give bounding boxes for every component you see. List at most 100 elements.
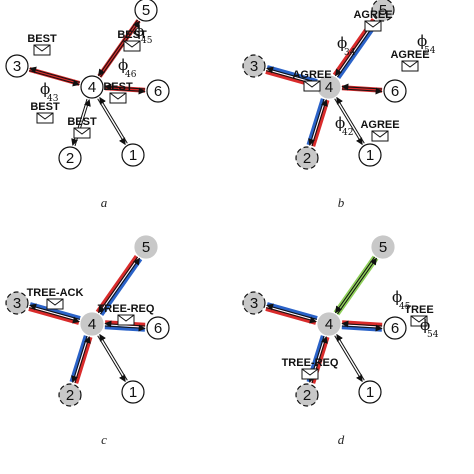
arrow-out	[100, 20, 140, 78]
phi-label: ϕ46	[118, 56, 137, 80]
arrow-out	[97, 98, 126, 146]
node-6: 6	[383, 79, 407, 103]
link-band	[97, 19, 141, 78]
envelope-icon	[371, 130, 389, 142]
link-band	[265, 306, 317, 325]
link-4-6	[341, 320, 383, 332]
phi-label: ϕ54	[420, 316, 439, 340]
message-lower: BEST	[67, 116, 97, 139]
node-label: 4	[88, 316, 96, 333]
node-label: 4	[88, 79, 96, 96]
node-1: 1	[121, 143, 145, 167]
link-4-5	[97, 19, 141, 78]
link-4-6	[104, 83, 146, 95]
node-label: 3	[13, 58, 21, 75]
arrow-out	[334, 335, 363, 383]
phi-symbol: ϕ	[392, 288, 402, 306]
node-circle	[146, 316, 170, 340]
message-label: AGREE	[292, 69, 331, 81]
message-lower-left: TREE-REQ	[282, 357, 339, 380]
link-4-2	[69, 335, 93, 384]
link-band	[95, 255, 139, 314]
node-label: 5	[379, 239, 387, 256]
node-1: 1	[121, 380, 145, 404]
link-band	[29, 302, 81, 321]
link-band	[104, 85, 146, 93]
link-4-3	[28, 302, 81, 325]
phi-subscript: 46	[125, 70, 137, 80]
arrow-in	[99, 96, 128, 144]
arrow-out	[266, 303, 317, 320]
node-1: 1	[358, 380, 382, 404]
arrow-in	[341, 83, 383, 91]
arrow-out	[104, 324, 146, 332]
node-6: 6	[146, 79, 170, 103]
envelope-icon	[401, 60, 419, 72]
envelope-icon	[73, 127, 91, 139]
arrow-out	[341, 324, 383, 332]
envelope-icon	[364, 20, 382, 32]
node-circle	[242, 291, 266, 315]
link-4-3	[265, 302, 318, 325]
node-label: 3	[13, 295, 21, 312]
node-label: 2	[66, 150, 74, 167]
link-band	[28, 306, 80, 325]
arrow-out	[266, 66, 317, 83]
message-label: AGREE	[353, 9, 392, 21]
arrow-out	[104, 87, 146, 95]
link-band	[99, 257, 143, 316]
panel-caption: b	[338, 195, 345, 210]
link-4-1	[334, 333, 365, 383]
arrow-in	[29, 307, 80, 324]
node-circle	[134, 235, 158, 259]
node-circle	[121, 380, 145, 404]
phi-symbol: ϕ	[134, 22, 144, 40]
phi-symbol: ϕ	[420, 316, 430, 334]
link-4-1	[334, 96, 365, 146]
arrow-out	[97, 335, 126, 383]
message-label: AGREE	[360, 119, 399, 131]
message-label: BEST	[67, 116, 97, 128]
envelope-icon	[33, 44, 51, 56]
node-1: 1	[358, 143, 382, 167]
envelope-icon	[46, 298, 64, 310]
node-4: 4	[80, 312, 104, 336]
node-circle	[371, 0, 395, 22]
node-6: 6	[383, 316, 407, 340]
node-circle	[383, 316, 407, 340]
message-label: TREE-REQ	[282, 357, 339, 369]
arrow-in	[335, 256, 375, 314]
node-circle	[80, 312, 104, 336]
phi-subscript: 43	[47, 94, 59, 104]
node-circle	[5, 54, 29, 78]
link-band	[104, 325, 145, 332]
link-band	[341, 325, 382, 332]
message-label: BEST	[103, 81, 133, 93]
phi-subscript: 54	[424, 46, 436, 56]
message-upper-right: TREE	[404, 304, 434, 327]
message-label: BEST	[30, 101, 60, 113]
node-label: 1	[366, 147, 374, 164]
message-label: BEST	[117, 29, 147, 41]
message-upper-right: TREE-REQ	[98, 303, 155, 326]
node-label: 4	[325, 316, 333, 333]
link-band	[266, 302, 318, 321]
phi-symbol: ϕ	[335, 114, 345, 132]
arrow-out	[29, 303, 80, 320]
link-band	[74, 336, 93, 384]
phi-label: ϕ45	[392, 288, 411, 312]
panel-caption: a	[101, 195, 108, 210]
node-label: 6	[154, 83, 162, 100]
envelope-icon	[109, 92, 127, 104]
phi-subscript: 54	[427, 330, 439, 340]
node-2: 2	[58, 146, 82, 170]
message-lower: AGREE	[360, 119, 400, 142]
phi-symbol: ϕ	[118, 56, 128, 74]
phi-symbol: ϕ	[40, 80, 50, 98]
message-label: AGREE	[390, 49, 429, 61]
node-circle	[295, 383, 319, 407]
node-label: 6	[391, 320, 399, 337]
node-label: 1	[366, 384, 374, 401]
node-circle	[317, 312, 341, 336]
